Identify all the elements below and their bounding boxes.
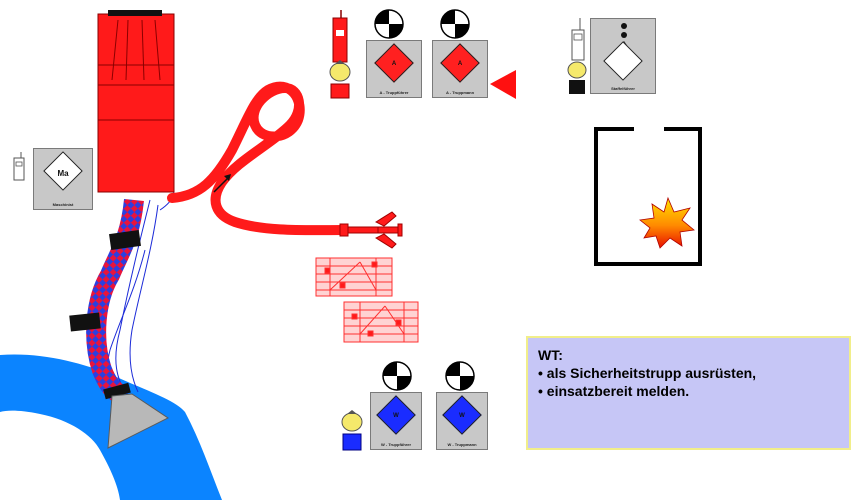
role-circle-a-truppmann xyxy=(440,9,470,39)
role-circle-a-truppfuehrer xyxy=(374,9,404,39)
hose-coupling-upper xyxy=(109,229,141,251)
rank-dot-icon xyxy=(621,32,627,38)
rank-dot-icon xyxy=(621,23,627,29)
position-marker-triangle xyxy=(490,70,516,99)
card-maschinist: Ma Maschinist xyxy=(33,148,93,210)
hose-pack-2 xyxy=(343,301,419,343)
hose-arrowhead xyxy=(224,174,231,181)
card-w-truppfuehrer: W W - Truppführer xyxy=(370,392,422,450)
card-a-truppmann: A A - Truppmann xyxy=(432,40,488,98)
suction-strainer xyxy=(107,393,169,449)
card-staffelfuehrer: Staffelführer xyxy=(590,18,656,94)
instruction-line: • als Sicherheitstrupp ausrüsten, xyxy=(538,365,757,381)
card-caption: W - Truppmann xyxy=(447,442,477,447)
suction-hose xyxy=(86,198,144,405)
person-icon-w-trupp xyxy=(341,410,363,451)
card-symbol: W xyxy=(459,413,465,419)
card-caption: Staffelführer xyxy=(611,86,635,91)
card-caption: Maschinist xyxy=(52,202,74,207)
card-symbol: A xyxy=(457,61,463,67)
hose-pack-1 xyxy=(315,257,393,297)
delivery-hose xyxy=(167,81,350,236)
radio-icon-a-trupp xyxy=(332,10,348,63)
card-symbol: A xyxy=(391,61,397,67)
instruction-title: WT: xyxy=(538,347,563,363)
card-caption: A - Truppmann xyxy=(445,90,475,95)
instruction-box: WT: • als Sicherheitstrupp ausrüsten, • … xyxy=(526,336,851,450)
role-circle-w-truppfuehrer xyxy=(382,361,412,391)
building xyxy=(594,127,702,266)
radio-icon-staffelfuehrer xyxy=(571,18,585,61)
fire-engine xyxy=(97,10,175,193)
fire-icon xyxy=(639,196,695,249)
distributor xyxy=(339,211,403,249)
hose-coupling-end xyxy=(103,382,131,400)
person-icon-a-trupp xyxy=(329,60,351,99)
card-symbol: Ma xyxy=(57,169,69,178)
role-diamond-icon xyxy=(603,41,643,81)
instruction-line: • einsatzbereit melden. xyxy=(538,383,690,399)
card-caption: A - Truppführer xyxy=(379,90,409,95)
card-w-truppmann: W W - Truppmann xyxy=(436,392,488,450)
card-symbol: W xyxy=(393,413,399,419)
card-caption: W - Truppführer xyxy=(381,442,411,447)
hose-arrow xyxy=(213,177,229,193)
role-circle-w-truppmann xyxy=(445,361,475,391)
hose-coupling-lower xyxy=(69,312,101,332)
card-a-truppfuehrer: A A - Truppführer xyxy=(366,40,422,98)
person-icon-staffelfuehrer xyxy=(567,61,587,94)
radio-icon-maschinist xyxy=(13,152,25,181)
